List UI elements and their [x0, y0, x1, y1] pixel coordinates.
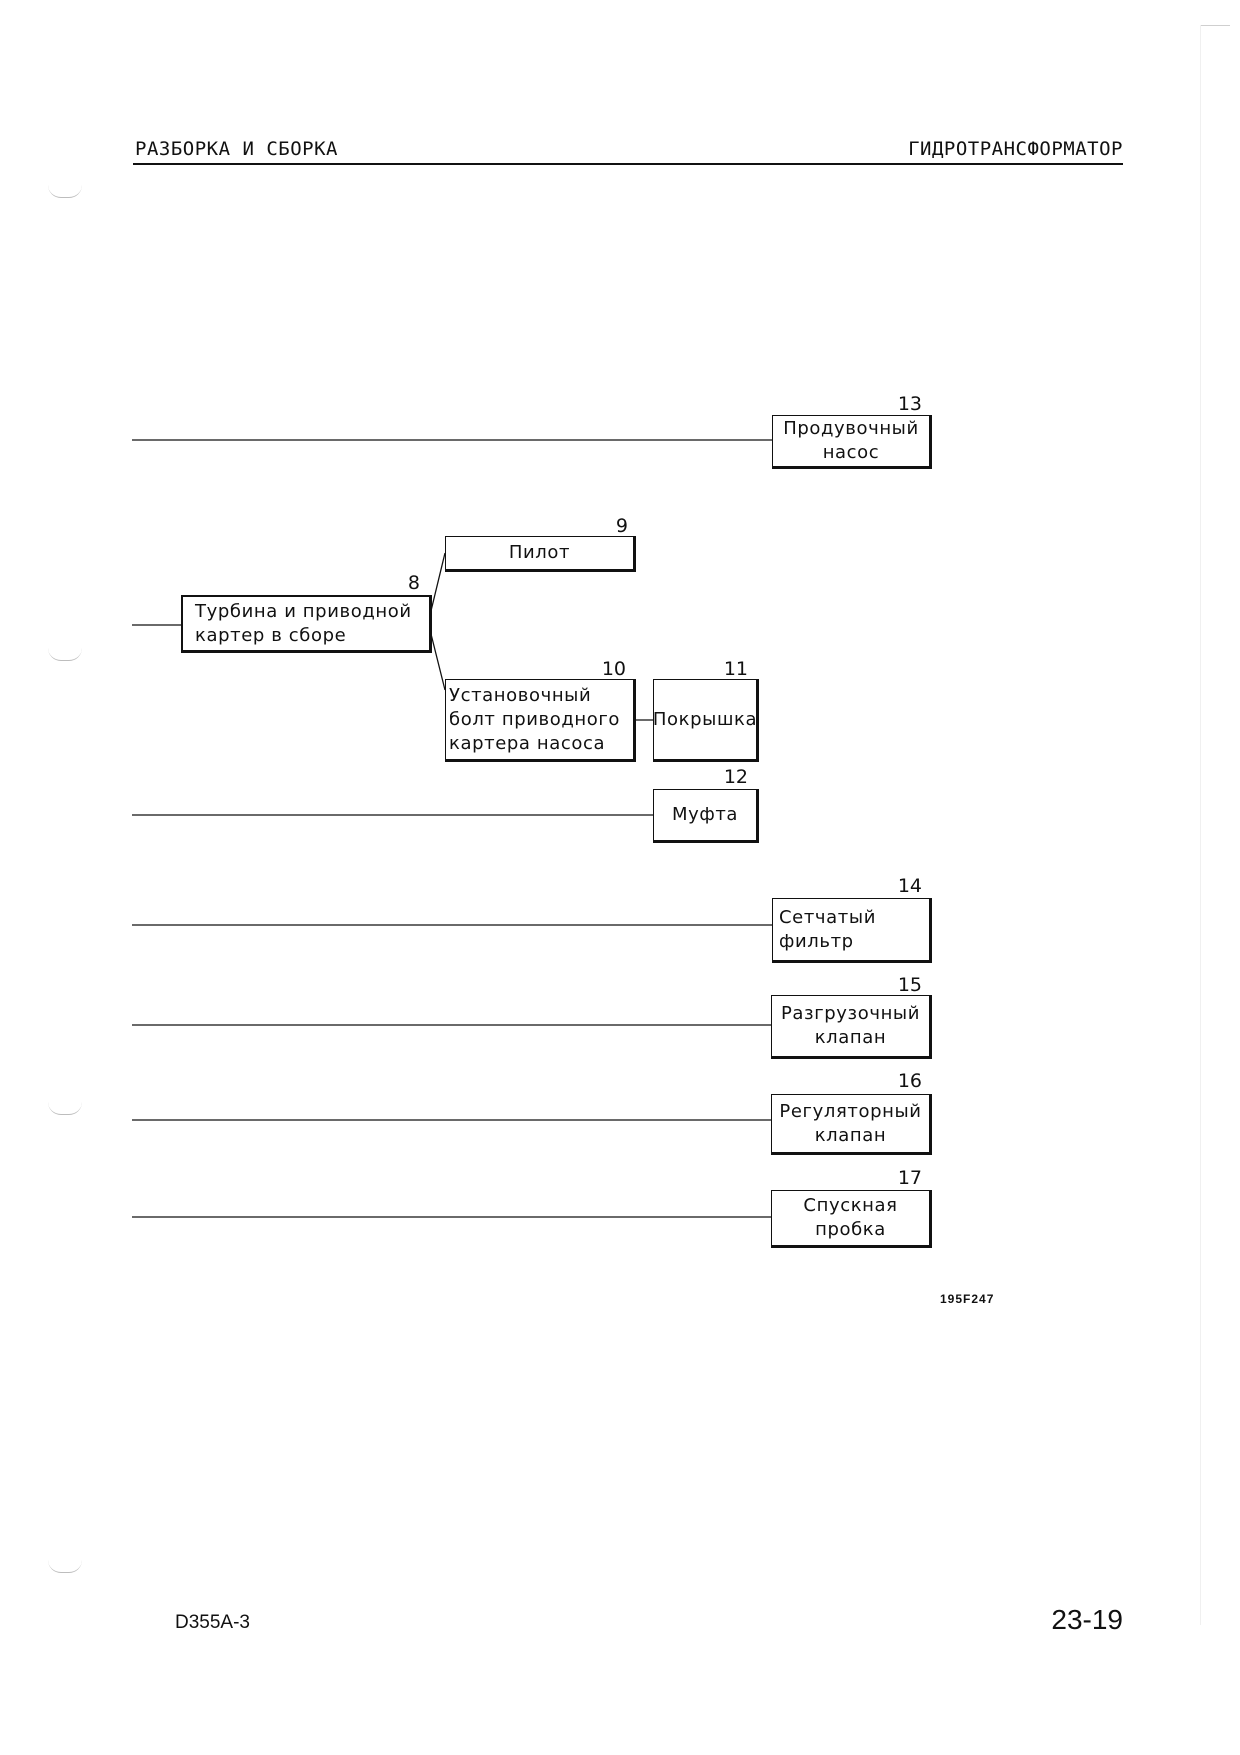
part-number-13: 13: [897, 393, 922, 415]
part-number-14: 14: [897, 875, 922, 897]
part-number-17: 17: [897, 1167, 922, 1189]
punch-hole-mark: [48, 1560, 82, 1573]
punch-hole-mark: [48, 648, 82, 661]
part-number-16: 16: [897, 1070, 922, 1092]
header-rule: [133, 163, 1123, 165]
part-box-mounting-bolt: Установочный болт приводного картера нас…: [445, 679, 636, 762]
part-box-blow-pump: Продувочный насос: [772, 415, 932, 469]
punch-hole-mark: [48, 185, 82, 198]
part-number-9: 9: [615, 515, 628, 537]
part-box-drain-plug: Спускная пробка: [771, 1190, 932, 1248]
page-edge-shadow: [1200, 25, 1201, 1625]
page-edge-mark: [1200, 25, 1230, 26]
section-title: РАЗБОРКА И СБОРКА: [135, 138, 338, 160]
part-box-relief-valve: Разгрузочный клапан: [771, 995, 932, 1059]
part-box-coupling: Муфта: [653, 789, 759, 843]
part-box-cover: Покрышка: [653, 679, 759, 762]
figure-code: 195F247: [940, 1292, 995, 1306]
part-number-12: 12: [723, 766, 748, 788]
part-box-strainer: Сетчатый фильтр: [772, 898, 932, 963]
chapter-title: ГИДРОТРАНСФОРМАТОР: [908, 138, 1123, 160]
part-number-10: 10: [601, 658, 626, 680]
part-number-15: 15: [897, 974, 922, 996]
connector-8-9: [429, 552, 446, 616]
part-number-8: 8: [407, 572, 420, 594]
connector-8-10: [429, 629, 446, 691]
part-box-pilot: Пилот: [445, 536, 636, 572]
part-box-regulator-valve: Регуляторный клапан: [771, 1094, 932, 1155]
part-number-11: 11: [723, 658, 748, 680]
punch-hole-mark: [48, 1102, 82, 1115]
part-box-turbine-assembly: Турбина и приводной картер в сборе: [181, 595, 432, 653]
page-number: 23-19: [1051, 1604, 1123, 1635]
model-label: D355A-3: [175, 1612, 250, 1633]
